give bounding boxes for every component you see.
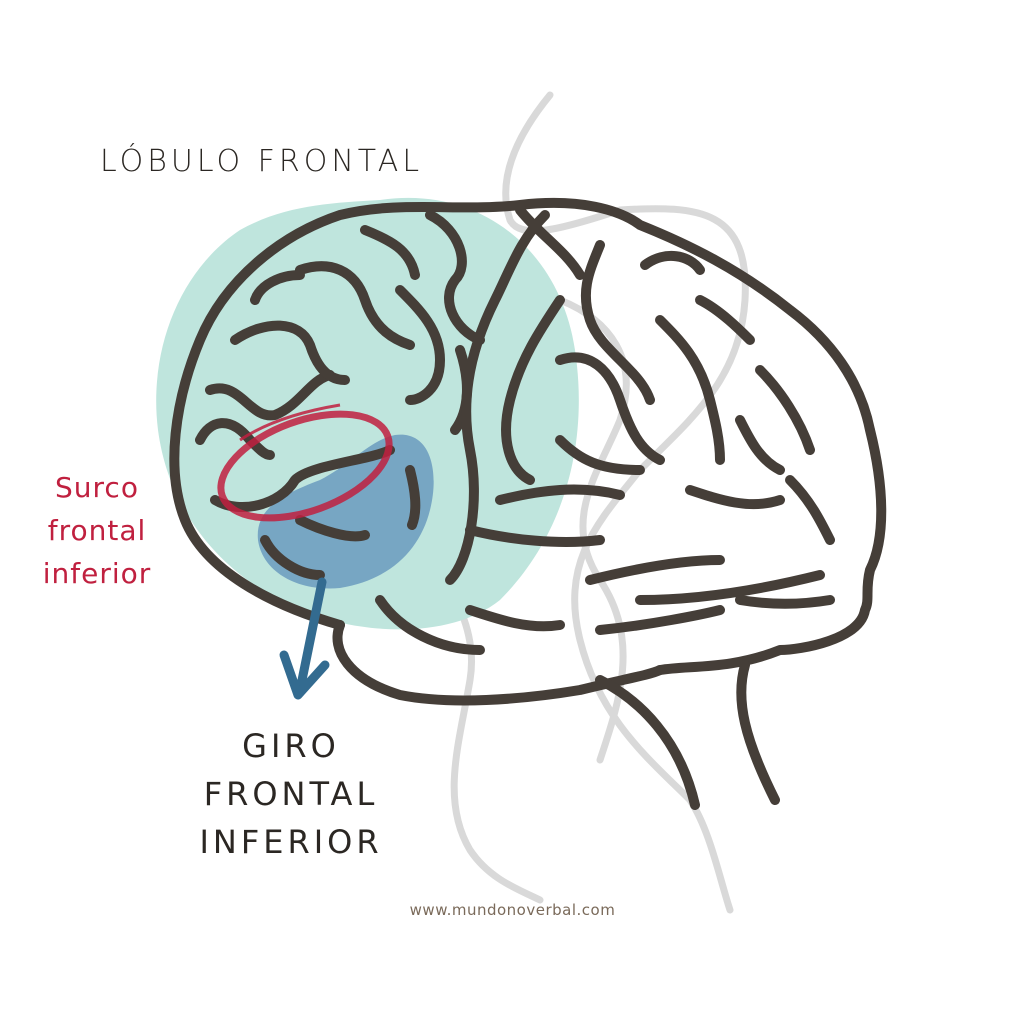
- gyrus-line-3: INFERIOR: [199, 823, 383, 861]
- website-credit: www.mundonoverbal.com: [409, 901, 616, 919]
- brain-outline: [169, 198, 887, 810]
- label-inferior-frontal-sulcus: Surco frontal inferior: [32, 466, 162, 595]
- inferior-frontal-gyrus-area: [257, 434, 434, 589]
- label-inferior-frontal-gyrus: GIRO FRONTAL INFERIOR: [196, 722, 386, 866]
- sulcus-highlight-ring: [217, 403, 393, 522]
- arrow-to-gyrus: [279, 577, 330, 700]
- sulcus-line-1: Surco: [55, 471, 139, 504]
- sulcus-line-3: inferior: [42, 557, 152, 590]
- gyrus-line-2: FRONTAL: [203, 775, 379, 813]
- gyrus-line-1: GIRO: [242, 727, 340, 765]
- sulcus-line-2: frontal: [47, 514, 147, 547]
- title-frontal-lobe: LÓBULO FRONTAL: [100, 144, 424, 179]
